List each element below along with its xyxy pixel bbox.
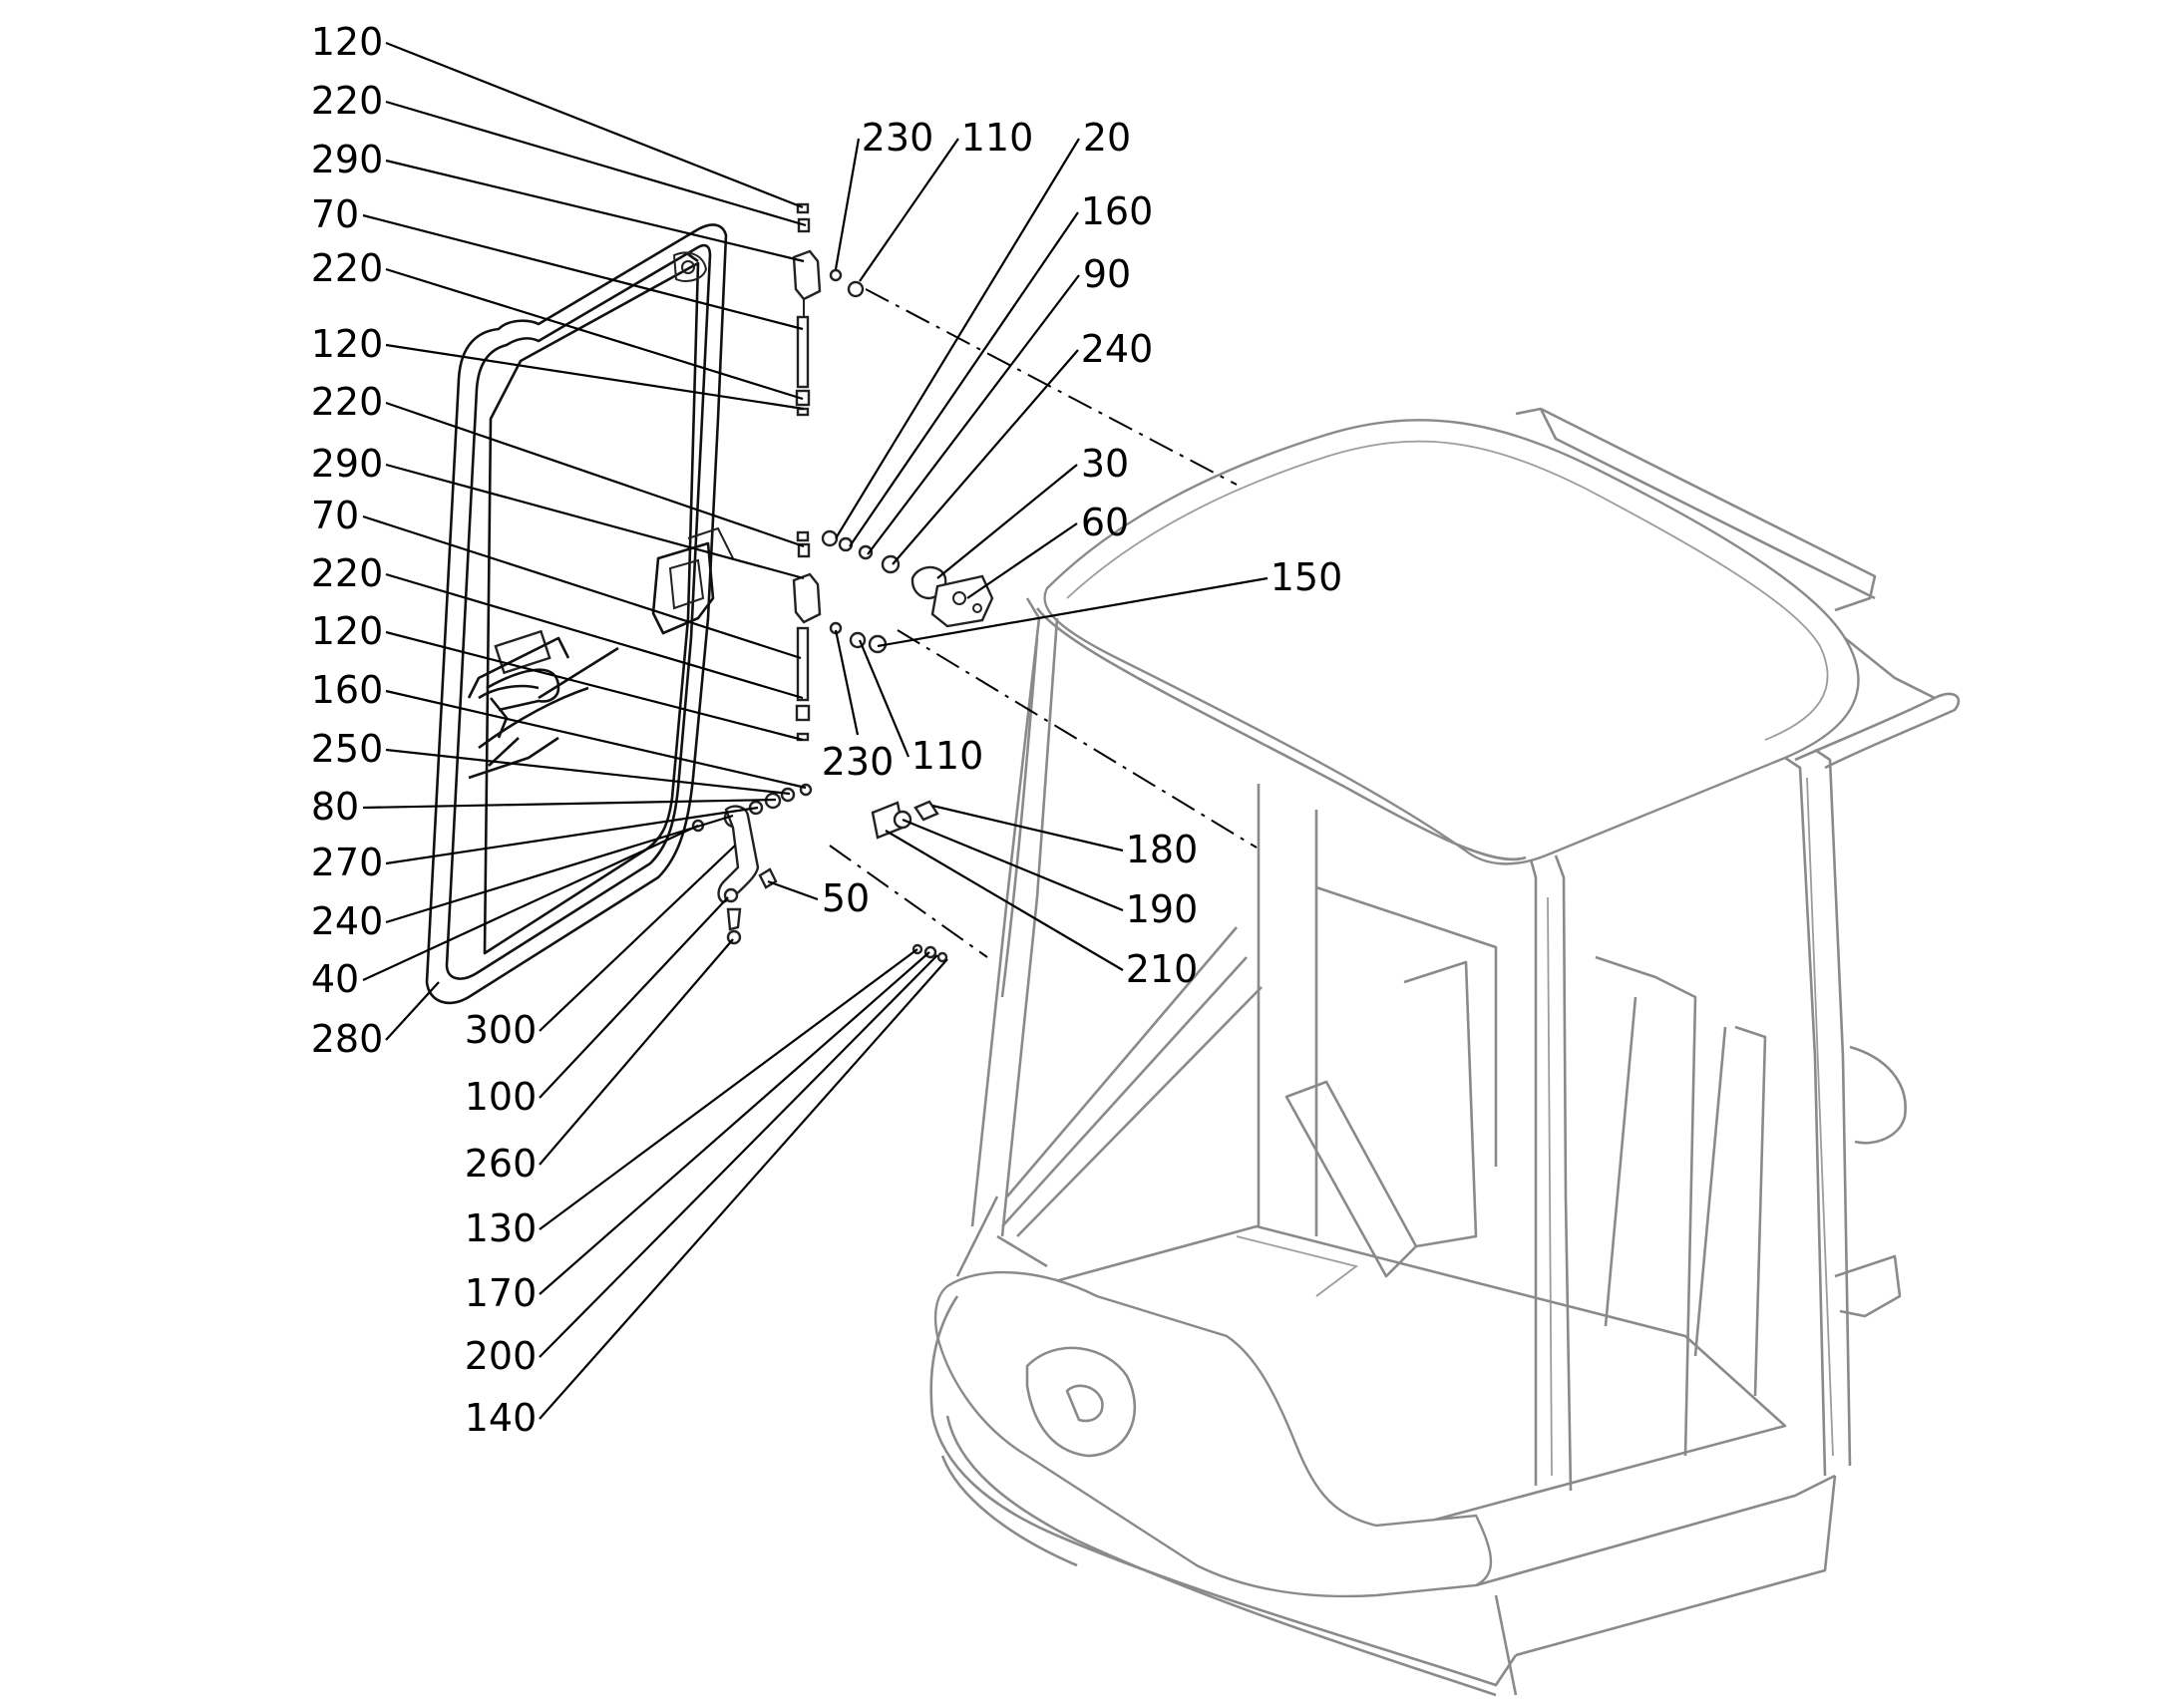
callout-leader-180 (931, 804, 1124, 853)
callout-label-130: 130 (465, 1206, 538, 1250)
callout-leader-250 (385, 748, 791, 796)
callout-leader-60 (966, 522, 1078, 599)
callout-leader-220 (385, 100, 807, 227)
callout-leader-130 (539, 948, 918, 1230)
callout-label-250: 250 (311, 727, 384, 771)
callout-leader-270 (385, 806, 759, 865)
callout-label-30: 30 (1081, 442, 1129, 486)
callout-label-280: 280 (311, 1017, 384, 1061)
callout-label-290: 290 (311, 442, 384, 486)
callout-leader-290 (385, 159, 805, 263)
callout-leader-70 (362, 213, 804, 331)
callout-label-220: 220 (311, 79, 384, 123)
callout-label-240: 240 (311, 899, 384, 943)
callout-leader-120 (385, 343, 805, 411)
callout-label-230: 230 (822, 740, 895, 784)
callout-leader-190 (902, 818, 1124, 912)
hinge-hardware (691, 202, 994, 963)
callout-label-100: 100 (465, 1075, 538, 1119)
callout-label-90: 90 (1083, 252, 1131, 296)
callout-label-70: 70 (311, 494, 359, 537)
callout-label-170: 170 (465, 1271, 538, 1315)
callout-leader-200 (539, 954, 938, 1358)
callout-label-60: 60 (1081, 501, 1129, 544)
callout-leader-150 (877, 576, 1269, 648)
callout-label-260: 260 (465, 1142, 538, 1186)
callout-label-50: 50 (822, 876, 870, 920)
callout-leader-290 (385, 463, 805, 580)
callout-label-210: 210 (1126, 947, 1199, 991)
callout-leader-110 (858, 639, 910, 758)
callout-label-290: 290 (311, 138, 384, 181)
callout-leader-280 (385, 981, 440, 1041)
callout-leader-220 (385, 572, 804, 700)
callout-label-120: 120 (311, 322, 384, 366)
callout-label-220: 220 (311, 246, 384, 290)
callout-leader-210 (885, 830, 1124, 971)
callout-leader-70 (362, 514, 802, 660)
door-illustration (425, 223, 734, 1005)
callout-leader-110 (859, 138, 959, 282)
cab-frame-illustration (929, 407, 1961, 1697)
callout-leader-30 (936, 464, 1078, 579)
callout-leader-240 (385, 814, 734, 924)
callout-leader-50 (767, 879, 819, 901)
callout-label-110: 110 (911, 734, 984, 778)
callout-label-300: 300 (465, 1008, 538, 1052)
callout-leader-260 (539, 938, 734, 1166)
callout-leader-220 (385, 401, 805, 548)
callout-label-240: 240 (1081, 327, 1154, 371)
callout-leader-120 (385, 41, 804, 209)
callout-leader-300 (539, 845, 736, 1032)
callout-leader-240 (892, 349, 1079, 565)
callout-label-110: 110 (961, 116, 1034, 160)
callout-leader-160 (385, 689, 807, 790)
callout-label-270: 270 (311, 841, 384, 884)
callout-label-70: 70 (311, 192, 359, 236)
callout-label-220: 220 (311, 551, 384, 595)
callout-leader-80 (362, 798, 777, 810)
callout-label-120: 120 (311, 609, 384, 653)
callout-label-80: 80 (311, 785, 359, 829)
callout-leader-120 (385, 630, 804, 742)
callout-label-230: 230 (862, 116, 934, 160)
callout-leader-140 (539, 958, 948, 1420)
callout-label-160: 160 (1081, 189, 1154, 233)
callout-label-150: 150 (1271, 555, 1343, 599)
callout-label-190: 190 (1126, 887, 1199, 931)
callout-leader-lines (362, 41, 1269, 1420)
callout-label-180: 180 (1126, 828, 1199, 871)
callout-leader-100 (539, 896, 729, 1099)
callout-leader-170 (539, 951, 930, 1295)
callout-label-20: 20 (1083, 116, 1131, 160)
callout-leader-230 (834, 138, 861, 270)
callout-label-120: 120 (311, 20, 384, 64)
callout-label-140: 140 (465, 1396, 538, 1440)
callout-label-220: 220 (311, 380, 384, 424)
callout-leader-20 (835, 138, 1080, 539)
callout-leader-160 (849, 211, 1079, 547)
callout-leader-230 (834, 629, 860, 736)
callout-label-40: 40 (311, 957, 359, 1001)
callout-leader-90 (867, 274, 1080, 555)
callout-labels: 120 220 290 70 220 120 220 290 70 220 120 160 250 80 2… (311, 20, 1343, 1440)
callout-leader-220 (385, 267, 804, 401)
callout-leader-40 (362, 825, 699, 981)
callout-label-200: 200 (465, 1334, 538, 1378)
assembly-centerlines (829, 288, 1258, 958)
callout-label-160: 160 (311, 668, 384, 712)
